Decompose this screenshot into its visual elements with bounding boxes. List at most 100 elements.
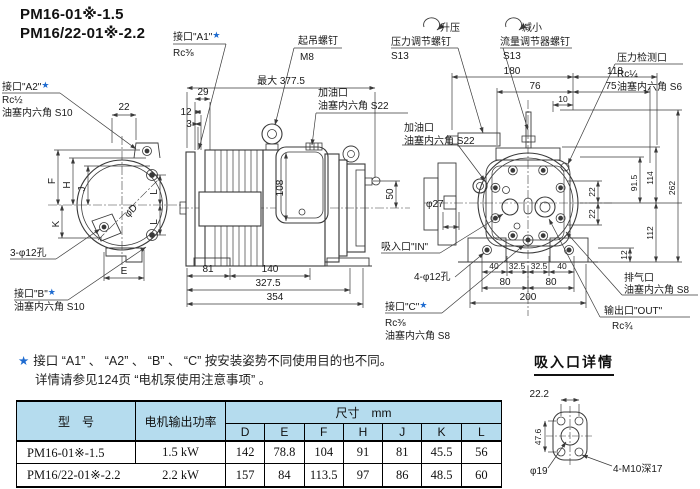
table-col-K: K (422, 424, 462, 442)
port-b-plug: 油塞内六角 S10 (14, 300, 85, 313)
mount-holes-label: 3-φ12孔 (10, 247, 47, 259)
table-cell: 78.8 (265, 442, 305, 464)
table-cell: 60 (475, 467, 488, 482)
table-header-model: 型 号 (17, 402, 136, 442)
dim-50: 50 (385, 188, 396, 200)
dim-91-5: 91.5 (629, 174, 639, 191)
dim-L-lower: L (149, 219, 160, 225)
dim-22-lower: 22 (587, 209, 597, 219)
air-vent-label: 排气口 (624, 271, 654, 284)
eye-bolt-label: 起吊螺钉 (298, 35, 338, 47)
pressure-port-thread: Rc¼ (617, 68, 638, 80)
table-col-L: L (461, 424, 501, 442)
outlet-thread: Rc¾ (612, 321, 633, 332)
dim-80-left: 80 (499, 277, 511, 288)
pressure-port-plug: 油塞内六角 S6 (617, 80, 682, 93)
reduce-flow-label: 减小 (522, 22, 542, 34)
table-header-dims: 尺寸 mm (226, 402, 501, 424)
dim-29: 29 (197, 87, 209, 98)
eye-bolt-size: M8 (300, 52, 314, 63)
detail-dim-22-2: 22.2 (530, 389, 550, 400)
table-cell: 91 (343, 442, 384, 464)
inlet-label: 吸入口"IN" (381, 242, 429, 253)
dim-114: 114 (645, 171, 655, 185)
table-col-J: J (383, 424, 423, 442)
dim-140: 140 (262, 264, 279, 275)
left-end-view-labels: 接口"A2"★ Rc½ 油塞内六角 S10 22 F H J K L L E φ… (2, 80, 160, 313)
rear-oil-filler-label: 加油口 (404, 121, 434, 134)
dim-22: 22 (118, 102, 130, 113)
table-header-power: 电机输出功率 (136, 402, 226, 442)
side-view-labels: 接口"A1"★ Rc⅜ 起吊螺钉 M8 加油口 油塞内六角 S22 最大 377… (173, 30, 396, 303)
dim-J: J (77, 187, 88, 192)
table-cell: 86 (383, 464, 423, 486)
dim-81: 81 (202, 264, 214, 275)
dim-22-upper: 22 (587, 187, 597, 197)
dim-32-5-left: 32.5 (509, 261, 526, 271)
table-col-E: E (265, 424, 305, 442)
dim-108: 108 (275, 179, 286, 196)
table-cell: 157 (226, 464, 266, 486)
table-cell: 56 (461, 442, 501, 464)
dim-354: 354 (267, 292, 284, 303)
table-row-power: 2.2 kW (136, 464, 226, 486)
detail-dim-47-6: 47.6 (533, 428, 543, 445)
port-c-label: 接口"C"★ (385, 300, 427, 313)
table-col-F: F (304, 424, 344, 442)
dim-327-5: 327.5 (255, 278, 280, 289)
table-cell: 84 (265, 464, 305, 486)
rear-oil-filler-plug: 油塞内六角 S22 (404, 134, 475, 147)
dim-max-377-5: 最大 377.5 (257, 74, 305, 87)
table-cell: 81 (383, 442, 423, 464)
table-cell: 45.5 (422, 442, 462, 464)
table-row-model: PM16-01※-1.5 (17, 442, 136, 464)
footnote-star: ★ (18, 354, 30, 368)
port-a1-thread: Rc⅜ (173, 48, 194, 59)
dim-phi27: φ27 (426, 199, 444, 210)
port-a2-label: 接口"A2"★ (2, 80, 49, 93)
detail-bolt-spec: 4-M10深17 (613, 463, 663, 475)
dim-262: 262 (667, 181, 677, 195)
footnote-line1: ★接口 “A1” 、 “A2” 、 “B” 、 “C” 按安装姿势不同使用目的也… (18, 354, 393, 368)
dim-12-rear: 12 (619, 250, 629, 260)
dim-K: K (51, 220, 62, 227)
port-a2-thread: Rc½ (2, 95, 23, 106)
port-a1-label: 接口"A1"★ (173, 30, 220, 43)
port-c-plug: 油塞内六角 S8 (385, 329, 450, 342)
table-cell: 142 (226, 442, 266, 464)
detail-dim-phi19: φ19 (530, 466, 548, 477)
table-cell: 97 (344, 464, 384, 486)
table-row-model: PM16/22-01※-2.2 (27, 468, 121, 482)
port-a2-plug: 油塞内六角 S10 (2, 106, 73, 119)
dim-H: H (62, 181, 73, 188)
dim-3: 3 (186, 119, 192, 130)
pressure-screw-label: 压力调节螺钉 (391, 35, 451, 48)
table-cell: 113.5 (305, 464, 344, 486)
dim-76: 76 (529, 81, 541, 92)
dimension-table: 型 号 电机输出功率 尺寸 mm D E F H J K L PM16-01※-… (16, 400, 502, 488)
dim-12: 12 (180, 107, 192, 118)
rear-view-labels: 升压 压力调节螺钉 S13 减小 流量调节器螺钉 S13 压力检测口 Rc¼ 油… (381, 22, 689, 342)
side-oil-filler-plug: 油塞内六角 S22 (318, 99, 389, 112)
dim-75: 75 (605, 81, 617, 92)
foot-holes-label: 4-φ12孔 (414, 271, 451, 283)
dim-40-left: 40 (489, 261, 499, 271)
dim-118: 118 (607, 66, 623, 77)
rear-view (381, 17, 698, 318)
dim-112: 112 (645, 226, 655, 240)
table-cell: 104 (304, 442, 344, 464)
dim-F: F (47, 178, 58, 184)
table-col-D: D (226, 424, 266, 442)
left-end-view (2, 92, 182, 301)
port-b-label: 接口"B"★ (14, 287, 56, 300)
inlet-detail-heading: 吸入口详情 (534, 352, 614, 376)
dim-200: 200 (520, 292, 537, 303)
pressure-port-label: 压力检测口 (617, 51, 667, 64)
model-title: PM16-01※-1.5 PM16/22-01※-2.2 (20, 5, 145, 43)
dim-E: E (121, 266, 128, 277)
dim-10: 10 (558, 94, 568, 104)
dim-180: 180 (504, 66, 521, 77)
inlet-detail-view (542, 397, 613, 469)
